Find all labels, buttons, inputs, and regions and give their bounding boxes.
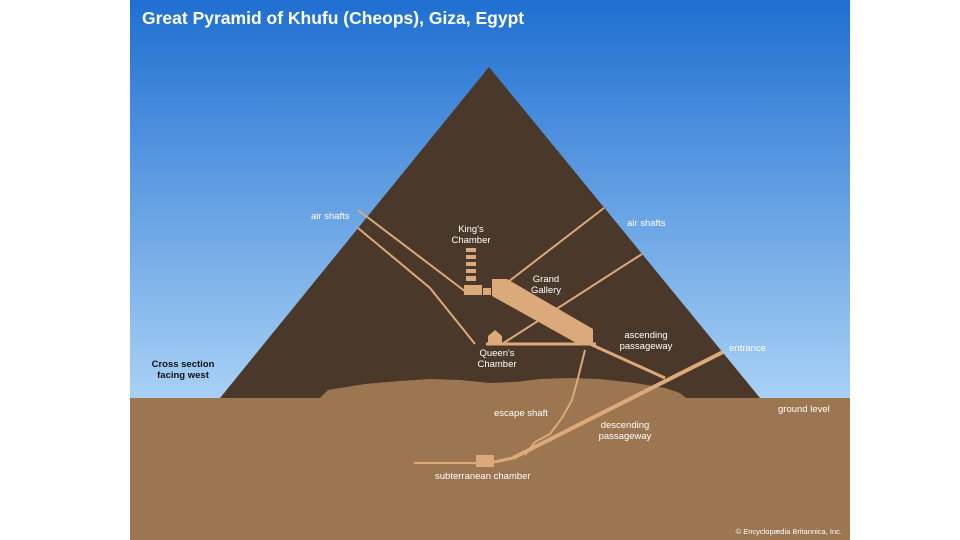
bedrock-mound [320, 378, 686, 398]
escape-shaft-line [524, 349, 586, 456]
ascending-passageway-line [589, 342, 666, 380]
pyramid-diagram: Great Pyramid of Khufu (Cheops), Giza, E… [130, 0, 850, 540]
label-entrance: entrance [729, 343, 766, 354]
label-escape-shaft: escape shaft [494, 408, 548, 419]
copyright-credit: © Encyclopædia Britannica, Inc. [735, 527, 842, 536]
label-air-shafts-right: air shafts [627, 218, 666, 229]
label-subterranean-chamber: subterranean chamber [435, 471, 531, 482]
subterranean-connector [493, 456, 514, 464]
air-shaft-queens-south [501, 253, 643, 345]
grand-gallery [492, 279, 593, 344]
subterranean-chamber [476, 455, 494, 467]
label-ground-level: ground level [778, 404, 830, 415]
descending-passageway-line [512, 350, 724, 460]
queens-chamber [488, 330, 502, 344]
air-shaft-kings-south [494, 207, 605, 293]
kings-chamber [464, 285, 482, 295]
page-title: Great Pyramid of Khufu (Cheops), Giza, E… [142, 8, 525, 28]
passages [357, 207, 724, 464]
label-air-shafts-left: air shafts [311, 211, 350, 222]
cross-section-drawing [130, 0, 850, 540]
chambers [464, 248, 593, 467]
air-shaft-queens-north [357, 227, 476, 345]
kings-antechamber [483, 288, 491, 295]
ground [130, 398, 850, 540]
air-shaft-kings-north [357, 209, 467, 293]
pyramid [220, 67, 760, 398]
relieving-chambers [466, 248, 476, 281]
